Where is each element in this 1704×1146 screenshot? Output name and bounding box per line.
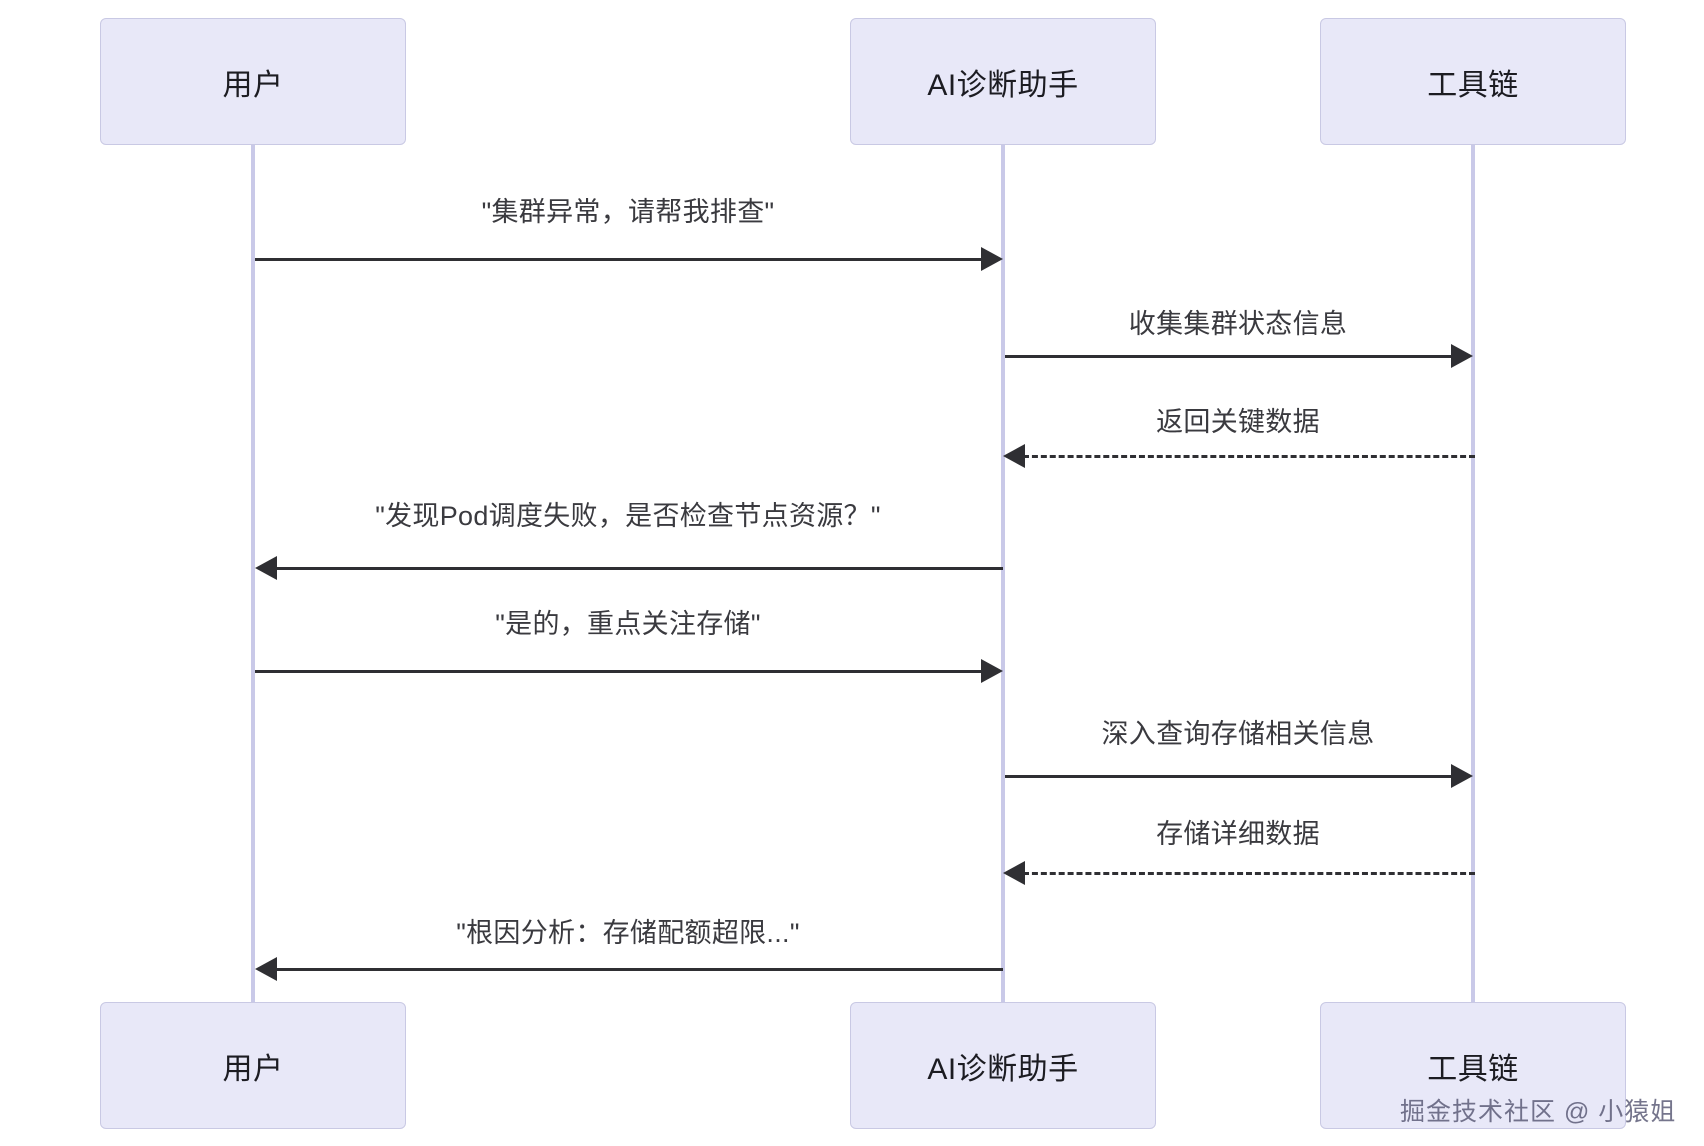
message-line-3 xyxy=(1023,455,1475,458)
message-arrowhead-8 xyxy=(255,957,277,981)
lifeline-ai xyxy=(1001,145,1005,1005)
message-label-6: 深入查询存储相关信息 xyxy=(1101,719,1375,749)
message-line-5 xyxy=(255,670,983,673)
participant-label-ai: AI诊断助手 xyxy=(927,68,1079,102)
participant-label-tools: 工具链 xyxy=(1427,68,1519,102)
participant-header-ai[interactable]: AI诊断助手 xyxy=(850,18,1156,145)
message-label-4: "发现Pod调度失败，是否检查节点资源？" xyxy=(375,501,881,531)
message-line-6 xyxy=(1005,775,1453,778)
participant-label-user: 用户 xyxy=(222,68,284,102)
message-arrowhead-1 xyxy=(981,247,1003,271)
lifeline-user xyxy=(251,145,255,1005)
participant-footer-user[interactable]: 用户 xyxy=(100,1002,406,1129)
message-line-2 xyxy=(1005,355,1453,358)
lifeline-tools xyxy=(1471,145,1475,1005)
message-label-1: "集群异常，请帮我排查" xyxy=(481,197,775,227)
message-line-8 xyxy=(275,968,1003,971)
message-arrowhead-3 xyxy=(1003,444,1025,468)
participant-footer-label-user: 用户 xyxy=(222,1052,284,1086)
participant-header-tools[interactable]: 工具链 xyxy=(1320,18,1626,145)
message-line-4 xyxy=(275,567,1003,570)
message-line-1 xyxy=(255,258,983,261)
participant-footer-label-ai: AI诊断助手 xyxy=(927,1052,1079,1086)
participant-footer-tools[interactable]: 工具链 xyxy=(1320,1002,1626,1129)
message-label-5: "是的，重点关注存储" xyxy=(495,609,761,639)
message-arrowhead-7 xyxy=(1003,861,1025,885)
message-arrowhead-6 xyxy=(1451,764,1473,788)
participant-footer-label-tools: 工具链 xyxy=(1427,1052,1519,1086)
message-label-7: 存储详细数据 xyxy=(1156,819,1320,849)
message-arrowhead-2 xyxy=(1451,344,1473,368)
message-arrowhead-5 xyxy=(981,659,1003,683)
message-label-3: 返回关键数据 xyxy=(1156,407,1320,437)
participant-header-user[interactable]: 用户 xyxy=(100,18,406,145)
participant-footer-ai[interactable]: AI诊断助手 xyxy=(850,1002,1156,1129)
message-label-2: 收集集群状态信息 xyxy=(1128,309,1348,339)
message-label-8: "根因分析：存储配额超限..." xyxy=(456,918,800,948)
message-line-7 xyxy=(1023,872,1475,875)
message-arrowhead-4 xyxy=(255,556,277,580)
watermark: 掘金技术社区 @ 小猿姐 xyxy=(1400,1098,1677,1126)
